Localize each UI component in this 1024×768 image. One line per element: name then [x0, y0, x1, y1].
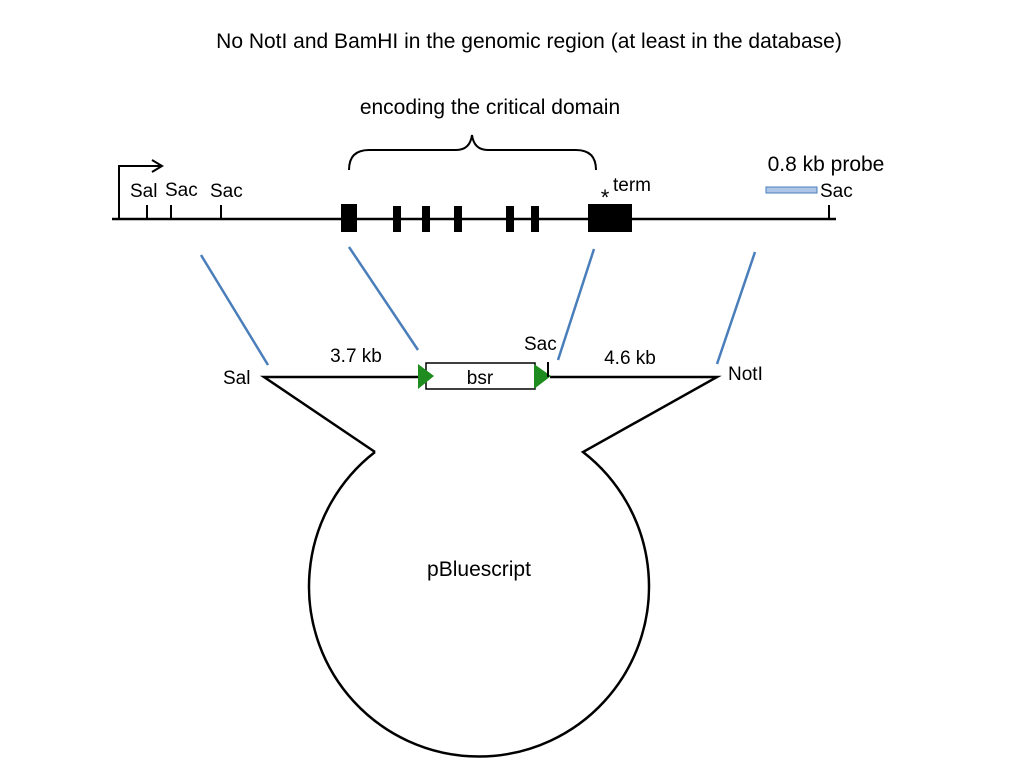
- construct-outline: [259, 375, 722, 758]
- bsr-label: bsr: [467, 368, 494, 389]
- exon-5: [506, 206, 514, 232]
- construct-site-sac: Sac: [524, 334, 557, 355]
- construct-site-sal: Sal: [223, 368, 250, 389]
- genomic-site-sac-1: Sac: [165, 180, 198, 201]
- exon-last: [588, 204, 632, 232]
- genomic-site-sac-3: Sac: [820, 181, 853, 202]
- exon-3: [422, 206, 430, 232]
- vector-label: pBluescript: [427, 558, 531, 581]
- targeting-construct: bsr Sal Sac NotI 3.7 kb 4.6 kb pBluescri…: [223, 334, 763, 758]
- right-arm-length: 4.6 kb: [604, 348, 656, 369]
- left-lox-arrow-icon: [418, 364, 434, 389]
- exon-4: [454, 206, 462, 232]
- slide-title: No NotI and BamHI in the genomic region …: [216, 30, 842, 53]
- homology-line-3: [556, 248, 596, 361]
- exon-1: [341, 204, 357, 232]
- homology-line-4: [715, 251, 757, 365]
- homology-line-2: [347, 246, 420, 351]
- genomic-locus: Sal Sac Sac Sac encoding the critical do…: [112, 96, 884, 232]
- term-label: term: [613, 175, 651, 196]
- probe-bar: [765, 186, 818, 194]
- exon-6: [531, 206, 539, 232]
- domain-brace: [348, 134, 597, 171]
- stop-codon-marker: *: [601, 185, 610, 210]
- genomic-site-sac-2: Sac: [210, 181, 243, 202]
- homology-line-1: [199, 254, 270, 366]
- left-arm-length: 3.7 kb: [330, 346, 382, 367]
- construct-site-noti: NotI: [728, 364, 763, 385]
- transcription-start-arrow-icon: [118, 159, 164, 219]
- probe-label: 0.8 kb probe: [768, 153, 885, 176]
- genomic-site-sal: Sal: [130, 181, 157, 202]
- domain-label: encoding the critical domain: [360, 96, 620, 119]
- right-lox-arrow-icon: [534, 364, 551, 389]
- homology-lines: [199, 246, 757, 366]
- exon-2: [393, 206, 401, 232]
